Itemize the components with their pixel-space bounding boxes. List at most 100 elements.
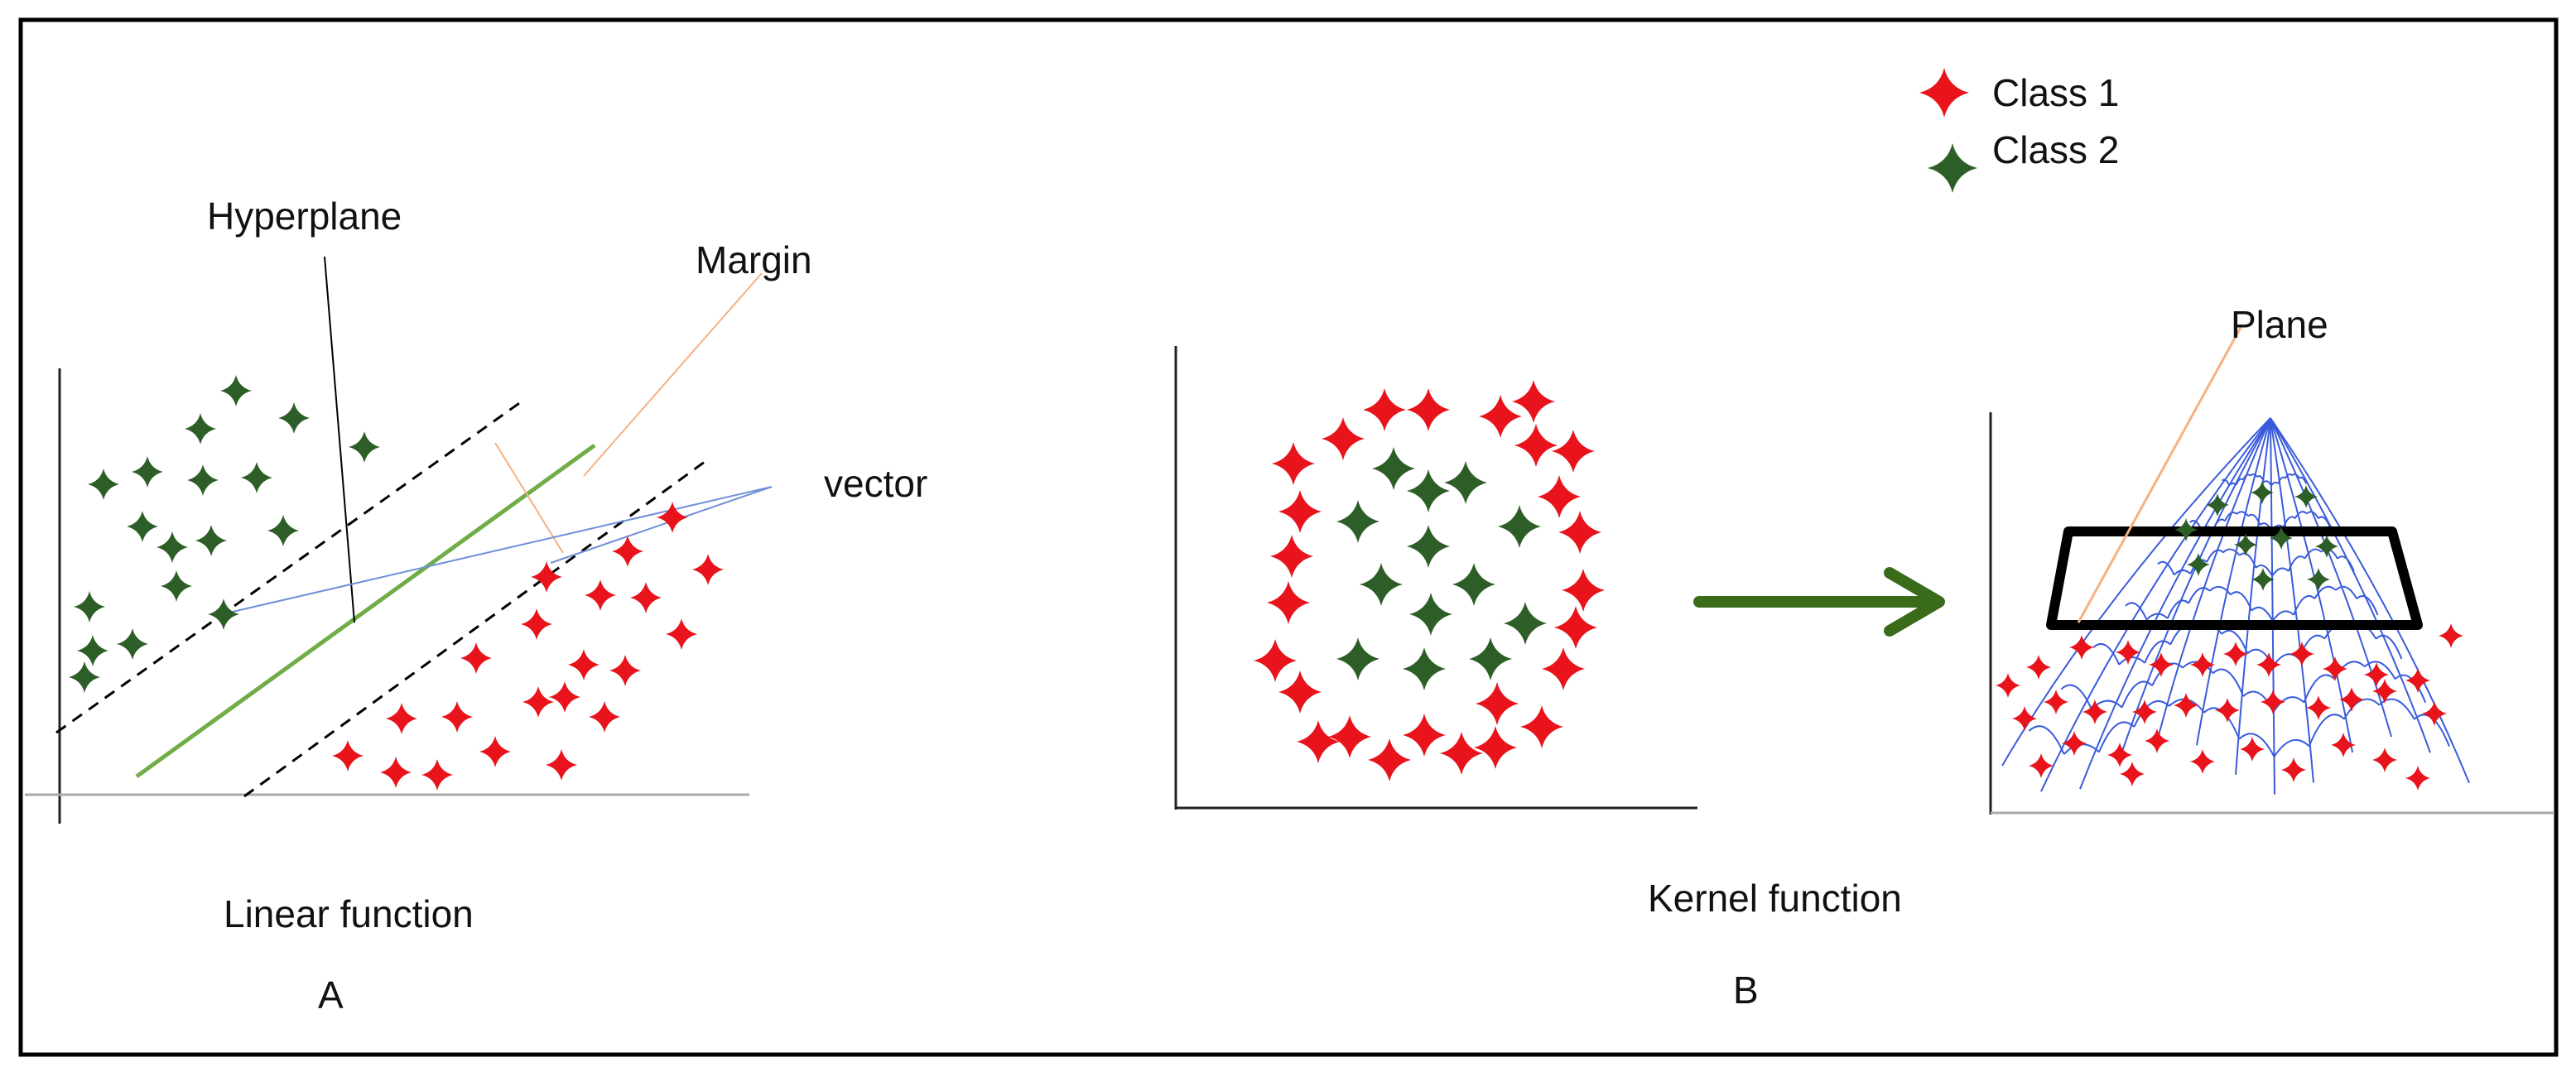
class1-star-icon [521, 608, 552, 640]
class1-star-icon [1538, 475, 1581, 518]
class1-star-icon [1297, 720, 1340, 763]
class1-star-icon [2107, 743, 2132, 767]
class2-star-icon [2307, 568, 2330, 591]
class2-star-icon [267, 515, 299, 546]
panel-b-letter: B [1733, 969, 1759, 1012]
class1-star-icon [1270, 535, 1313, 578]
class1-star-icon [2261, 690, 2285, 714]
class1-star-icon [2120, 762, 2145, 786]
mesh-spoke [2270, 417, 2314, 783]
class2-star-icon [2270, 526, 2293, 550]
class1-star-icon [2069, 635, 2094, 660]
mesh-arc [2236, 511, 2250, 517]
class2-star-icon [1444, 461, 1487, 504]
class2-star-icon [220, 375, 252, 406]
class1-star-icon [2422, 701, 2447, 726]
mesh-arc [2378, 698, 2415, 720]
class1-star-icon [2290, 642, 2314, 666]
mesh-arc [2304, 548, 2323, 560]
mesh-arc [2356, 595, 2379, 616]
class1-star-icon [568, 649, 599, 680]
mesh-arc [2247, 513, 2261, 526]
mesh-arc [2256, 475, 2265, 483]
class1-star-icon [2174, 693, 2198, 718]
mesh-spoke [2040, 417, 2271, 792]
class1-star-icon [1254, 639, 1297, 682]
class1-star-icon [2323, 656, 2347, 681]
class1-star-icon [692, 554, 724, 585]
class2-star-icon [77, 635, 108, 666]
class1-star-icon [2405, 766, 2430, 791]
mesh-arc [2238, 552, 2257, 569]
mesh-arc [2343, 698, 2381, 720]
mesh-arc [2263, 480, 2272, 487]
class1-star-icon [1512, 380, 1555, 423]
class1-star-icon [585, 579, 616, 611]
class1-star-icon [421, 759, 453, 791]
mesh-arc [2318, 516, 2331, 528]
class2-star-icon [241, 462, 272, 493]
legend-class1-label: Class 1 [1992, 71, 2119, 114]
mesh-arc [2284, 473, 2293, 479]
mesh-arc [2337, 555, 2355, 572]
class2-points-b-right [2174, 481, 2338, 591]
class1-star-icon [2439, 623, 2463, 648]
class1-star-icon [522, 686, 554, 718]
class1-star-icon [1267, 581, 1310, 624]
mesh-arc [2287, 555, 2306, 572]
class1-star-icon [2029, 753, 2054, 778]
class1-star-icon [609, 655, 641, 686]
class1-star-icon [1542, 647, 1585, 690]
vector-line-upper [221, 486, 773, 615]
class1-star-icon [1322, 417, 1365, 460]
class1-star-icon [2256, 652, 2281, 677]
right-arrow-icon [1693, 567, 1945, 637]
class1-star-icon [1558, 511, 1601, 554]
mesh-spoke [2270, 417, 2470, 784]
class1-star-icon [2190, 749, 2215, 774]
panel-b-caption: Kernel function [1648, 877, 1902, 920]
mesh-arc [2133, 700, 2170, 728]
class1-star-icon [1996, 673, 2020, 698]
class2-star-icon [88, 469, 119, 500]
mesh-arc [2173, 569, 2192, 576]
mesh-arc [2121, 680, 2153, 709]
panel-a-caption: Linear function [224, 892, 474, 935]
class1-star-icon [2306, 695, 2331, 720]
mesh-spoke [2079, 417, 2271, 790]
panel-b: Plane Kernel function B [1174, 303, 2554, 1012]
class1-star-icon [1919, 68, 1969, 118]
class1-star-icon [531, 561, 562, 593]
support-line-lower [243, 458, 709, 798]
class1-star-icon [380, 757, 412, 788]
class2-star-icon [1360, 563, 1403, 606]
class1-star-icon [479, 736, 511, 767]
class2-star-icon [2206, 493, 2229, 517]
class2-star-icon [69, 661, 100, 693]
class2-star-icon [1403, 647, 1446, 690]
class1-points-b-right [1996, 623, 2463, 791]
margin-pointer [583, 272, 763, 477]
class1-star-icon [1278, 490, 1322, 533]
mesh-arc [2255, 565, 2273, 577]
class1-star-icon [1562, 569, 1605, 612]
mesh-arc [2221, 478, 2231, 486]
class1-star-icon [1474, 726, 1517, 769]
class1-star-icon [2364, 662, 2389, 687]
mesh-arc [2314, 585, 2337, 599]
mesh-arc [2208, 585, 2232, 596]
figure-frame [18, 17, 2559, 1057]
mesh-spoke [2157, 417, 2271, 738]
mesh-arc [2098, 721, 2135, 752]
class1-star-icon [2145, 728, 2169, 753]
class2-legend-icon [1928, 143, 1977, 193]
class1-star-icon [2281, 757, 2306, 782]
class2-star-icon [1504, 602, 1547, 645]
mesh-arc [2306, 511, 2319, 519]
class1-star-icon [2339, 687, 2364, 712]
class2-star-icon [1336, 637, 1379, 680]
class1-star-icon [1476, 682, 1519, 725]
class1-star-icon [549, 681, 580, 713]
mesh-arc [2145, 613, 2169, 621]
